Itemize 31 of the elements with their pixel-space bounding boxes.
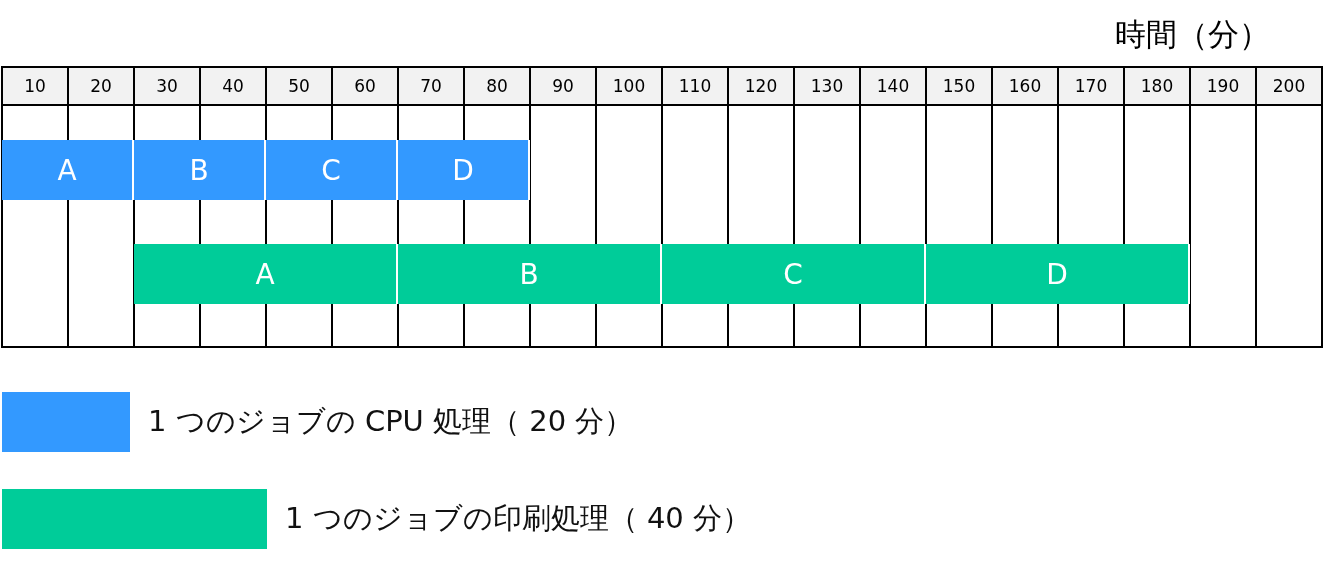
- job-bar: D: [926, 244, 1190, 304]
- time-tick: 180: [1123, 66, 1191, 106]
- time-tick: 70: [397, 66, 465, 106]
- time-tick: 100: [595, 66, 663, 106]
- time-tick: 130: [793, 66, 861, 106]
- job-bar: C: [266, 140, 398, 200]
- job-bar: A: [2, 140, 134, 200]
- job-bar: B: [134, 140, 266, 200]
- time-tick: 50: [265, 66, 333, 106]
- job-bar: D: [398, 140, 530, 200]
- time-tick: 140: [859, 66, 927, 106]
- time-tick: 60: [331, 66, 399, 106]
- time-tick: 170: [1057, 66, 1125, 106]
- time-tick: 20: [67, 66, 135, 106]
- time-tick: 200: [1255, 66, 1323, 106]
- time-tick: 110: [661, 66, 729, 106]
- time-tick: 150: [925, 66, 993, 106]
- time-tick: 30: [133, 66, 201, 106]
- time-tick: 160: [991, 66, 1059, 106]
- time-tick: 90: [529, 66, 597, 106]
- legend-label: 1 つのジョブの印刷処理（ 40 分）: [285, 500, 751, 537]
- time-tick: 80: [463, 66, 531, 106]
- time-tick: 190: [1189, 66, 1257, 106]
- time-tick: 10: [1, 66, 69, 106]
- job-bar: B: [398, 244, 662, 304]
- job-bar: C: [662, 244, 926, 304]
- job-bar: A: [134, 244, 398, 304]
- time-tick: 120: [727, 66, 795, 106]
- legend-label: 1 つのジョブの CPU 処理（ 20 分）: [148, 403, 634, 440]
- time-tick: 40: [199, 66, 267, 106]
- axis-title: 時間（分）: [1115, 15, 1270, 54]
